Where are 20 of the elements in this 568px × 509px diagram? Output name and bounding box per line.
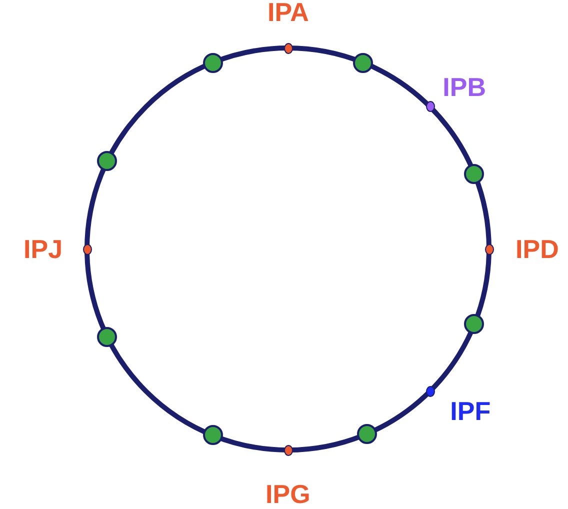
node-label: IPJ: [24, 235, 63, 263]
ring-node-dot: [353, 52, 374, 73]
ring-node-dot: [484, 244, 494, 254]
ring-node-dot: [82, 244, 92, 254]
ring-node-dot: [464, 314, 484, 334]
node-label: IPF: [450, 397, 491, 426]
node-label: IPD: [516, 235, 559, 263]
node-label: IPB: [442, 72, 486, 101]
ring-node-dot: [202, 425, 223, 446]
node-label: IPG: [266, 480, 310, 508]
ring-node-dot: [426, 101, 435, 112]
ring-node-dot: [97, 150, 118, 171]
ring-node-dot: [284, 42, 292, 54]
ring-node-dot: [97, 327, 118, 348]
ring-node-dot: [284, 444, 292, 456]
ring-node-dot: [464, 164, 484, 184]
node-label: IPA: [268, 0, 309, 26]
ring-node-dot: [202, 52, 223, 73]
ring-node-dot: [356, 424, 377, 444]
ring-node-dot: [426, 386, 435, 397]
